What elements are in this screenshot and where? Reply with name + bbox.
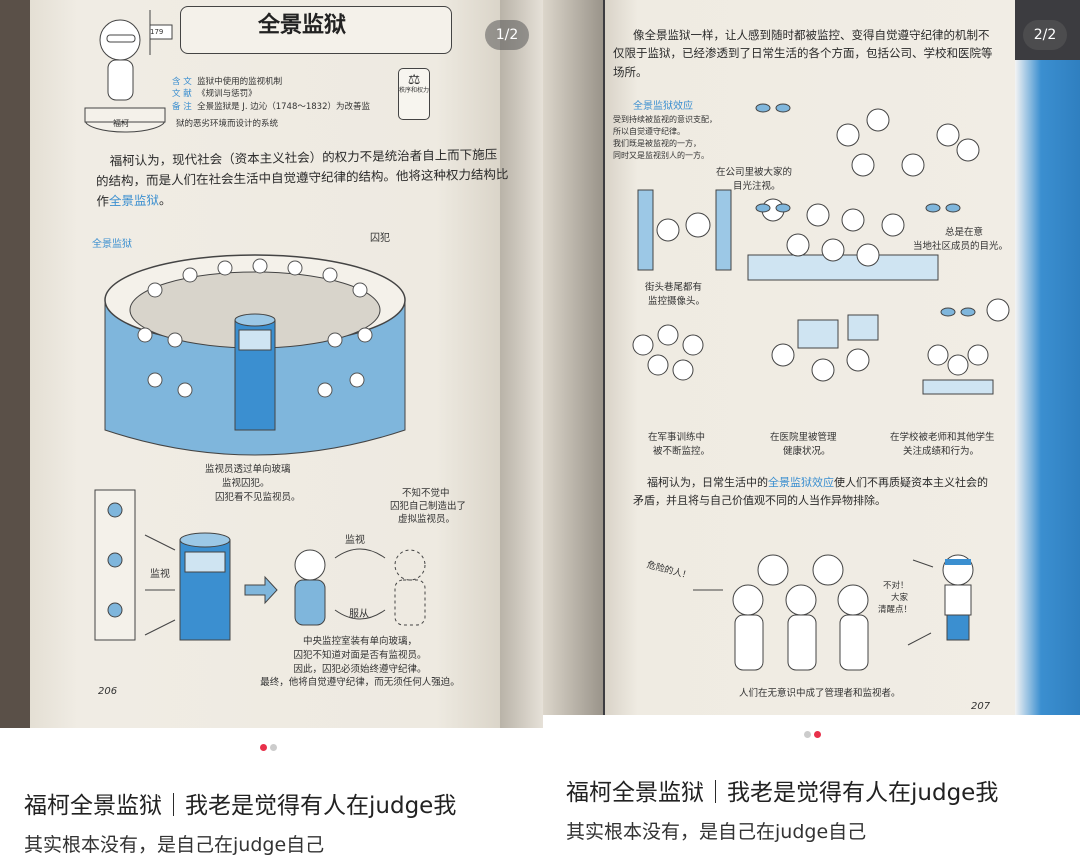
- meta-key: 备 注: [172, 101, 192, 112]
- caption-hospital-1: 在医院里被管理: [770, 432, 837, 443]
- intro-paragraph: 福柯认为，现代社会（资本主义社会）的权力不是统治者自上而下施压 的结构，而是人们…: [96, 144, 509, 211]
- para-text: 使人们不再质疑资本主义社会的: [834, 476, 988, 489]
- statue-label: 福柯: [113, 119, 129, 128]
- post-subtitle-right: 其实根本没有，是自己在judge自己: [566, 821, 867, 843]
- meta-list: 含 文 监狱中使用的监视机制 文 献 《规训与惩罚》 备 注 全景监狱是 J. …: [172, 76, 370, 113]
- order-power-badge: ⚖ 秩序和权力: [398, 68, 430, 120]
- bottom-caption: 人们在无意识中成了管理者和监视者。: [739, 688, 901, 699]
- page-number: 206: [98, 686, 118, 697]
- page-number: 207: [971, 701, 991, 712]
- caption-school-2: 关注成绩和行为。: [903, 446, 980, 457]
- panopticon-link: 全景监狱: [108, 192, 160, 209]
- prisoner-label: 囚犯: [370, 233, 390, 244]
- caption-company-2: 目光注视。: [733, 181, 781, 192]
- crowd-illustration: [693, 554, 974, 671]
- obey-label: 服从: [349, 609, 369, 620]
- caption-school-1: 在学校被老师和其他学生: [890, 432, 995, 443]
- caption-line: 因此，囚犯必须始终遵守纪律。: [293, 663, 427, 675]
- para-text: 作: [96, 193, 110, 209]
- caption-military-2: 被不断监控。: [653, 446, 711, 457]
- image-counter: 2/2: [1023, 20, 1067, 50]
- panopticon-illustration: [104, 254, 406, 456]
- effect-title: 全景监狱效应: [633, 101, 693, 112]
- book-page-edge: [500, 0, 543, 728]
- para-text: 。: [158, 192, 172, 208]
- caption-line: 囚犯不知道对面是否有监视员。: [293, 649, 427, 661]
- effect-line: 同时又是监视别人的一方。: [613, 151, 709, 160]
- image-counter: 1/2: [485, 20, 529, 50]
- meta-value: 全景监狱是 J. 边沁（1748～1832）为改善监: [197, 101, 370, 112]
- carousel-dot[interactable]: [804, 731, 811, 738]
- effect-description: 受到持续被监视的意识支配， 所以自觉遵守纪律。 我们既是被监视的一方， 同时又是…: [613, 114, 717, 162]
- caption-street-2: 监控摄像头。: [648, 296, 706, 307]
- virtual-caption-1: 不知不觉中: [402, 488, 450, 499]
- carousel-dot[interactable]: [260, 744, 267, 751]
- caption-street-1: 街头巷尾都有: [645, 282, 703, 293]
- flag-ref: 179: [150, 28, 164, 36]
- meta-key: 含 文: [172, 77, 192, 87]
- caption-community-2: 当地社区成员的目光。: [913, 241, 1009, 252]
- bottom-caption: 中央监控室装有单向玻璃， 囚犯不知道对面是否有监视员。 因此，囚犯必须始终遵守纪…: [240, 635, 480, 690]
- guard-caption-3: 囚犯看不见监视员。: [215, 492, 301, 503]
- meta-value: 《规训与惩罚》: [197, 89, 257, 100]
- caption-company-1: 在公司里被大家的: [716, 167, 793, 178]
- carousel-dots-right: [804, 731, 821, 738]
- prev-page-edge: [543, 0, 603, 715]
- speaker-shout-2: 大家: [891, 593, 909, 603]
- para-line: 仅限于监狱，已经渗透到了日常生活的各个方面，包括公司、学校和医院等: [613, 46, 993, 61]
- speaker-shout-3: 清醒点！: [878, 605, 913, 615]
- meta-continuation: 狱的恶劣环境而设计的系统: [176, 119, 279, 129]
- effect-line: 我们既是被监视的一方，: [613, 139, 701, 148]
- watch-label: 监视: [345, 535, 365, 546]
- post-title-left[interactable]: 福柯全景监狱｜我老是觉得有人在judge我: [24, 793, 457, 819]
- carousel-dot[interactable]: [814, 731, 821, 738]
- section-label: 全景监狱: [92, 239, 132, 250]
- virtual-caption-2: 囚犯自己制造出了: [390, 501, 467, 512]
- para-line: 矛盾，并且将与自己价值观不同的人当作异物排除。: [633, 493, 886, 507]
- watch-label-left: 监视: [150, 569, 170, 580]
- meta-key: 文 献: [172, 89, 192, 100]
- caption-community-1: 总是在意: [945, 227, 984, 238]
- gavel-icon: ⚖: [407, 72, 421, 88]
- surveillance-diagram: [94, 489, 426, 641]
- effect-link: 全景监狱效应: [768, 476, 834, 489]
- para-line: 场所。: [613, 64, 648, 79]
- meta-value: 监狱中使用的监视机制: [197, 77, 283, 87]
- virtual-caption-3: 虚拟监视员。: [398, 514, 456, 525]
- blue-book-edge: [1015, 60, 1080, 715]
- post-image-right[interactable]: 像全景监狱一样，让人感到随时都被监控、变得自觉遵守纪律的机制不 仅限于监狱，已经…: [543, 0, 1080, 715]
- effect-line: 所以自觉遵守纪律。: [613, 127, 685, 136]
- caption-military-1: 在军事训练中: [648, 432, 706, 443]
- post-image-left[interactable]: 179 福柯 全景监狱 含 文 监狱中使用的监视机制 文 献 《规训与惩罚》 备…: [0, 0, 543, 728]
- caption-line: 最终，他将自觉遵守纪律，而无须任何人强迫。: [260, 677, 460, 689]
- effect-line: 受到持续被监视的意识支配，: [613, 115, 717, 124]
- para-text: 福柯认为，日常生活中的: [647, 476, 768, 489]
- everyday-surveillance-illustration: [632, 103, 1010, 395]
- intro-paragraph: 像全景监狱一样，让人感到随时都被监控、变得自觉遵守纪律的机制不 仅限于监狱，已经…: [613, 26, 993, 81]
- caption-hospital-2: 健康状况。: [783, 446, 831, 457]
- guard-caption-2: 监视囚犯。: [222, 478, 270, 489]
- guard-caption-1: 监视员透过单向玻璃: [205, 464, 291, 475]
- post-title-right[interactable]: 福柯全景监狱｜我老是觉得有人在judge我: [566, 780, 999, 806]
- caption-line: 中央监控室装有单向玻璃，: [302, 636, 417, 647]
- page-title: 全景监狱: [258, 13, 347, 38]
- post-subtitle-left: 其实根本没有，是自己在judge自己: [24, 834, 325, 856]
- foucault-statue-illustration: [84, 10, 173, 133]
- speaker-shout-1: 不对！: [883, 581, 909, 591]
- carousel-dot[interactable]: [270, 744, 277, 751]
- carousel-dots-left: [260, 744, 277, 751]
- conclusion-paragraph: 福柯认为，日常生活中的全景监狱效应使人们不再质疑资本主义社会的 矛盾，并且将与自…: [633, 474, 988, 509]
- para-line: 像全景监狱一样，让人感到随时都被监控、变得自觉遵守纪律的机制不: [633, 28, 990, 42]
- title-bubble: [180, 6, 452, 54]
